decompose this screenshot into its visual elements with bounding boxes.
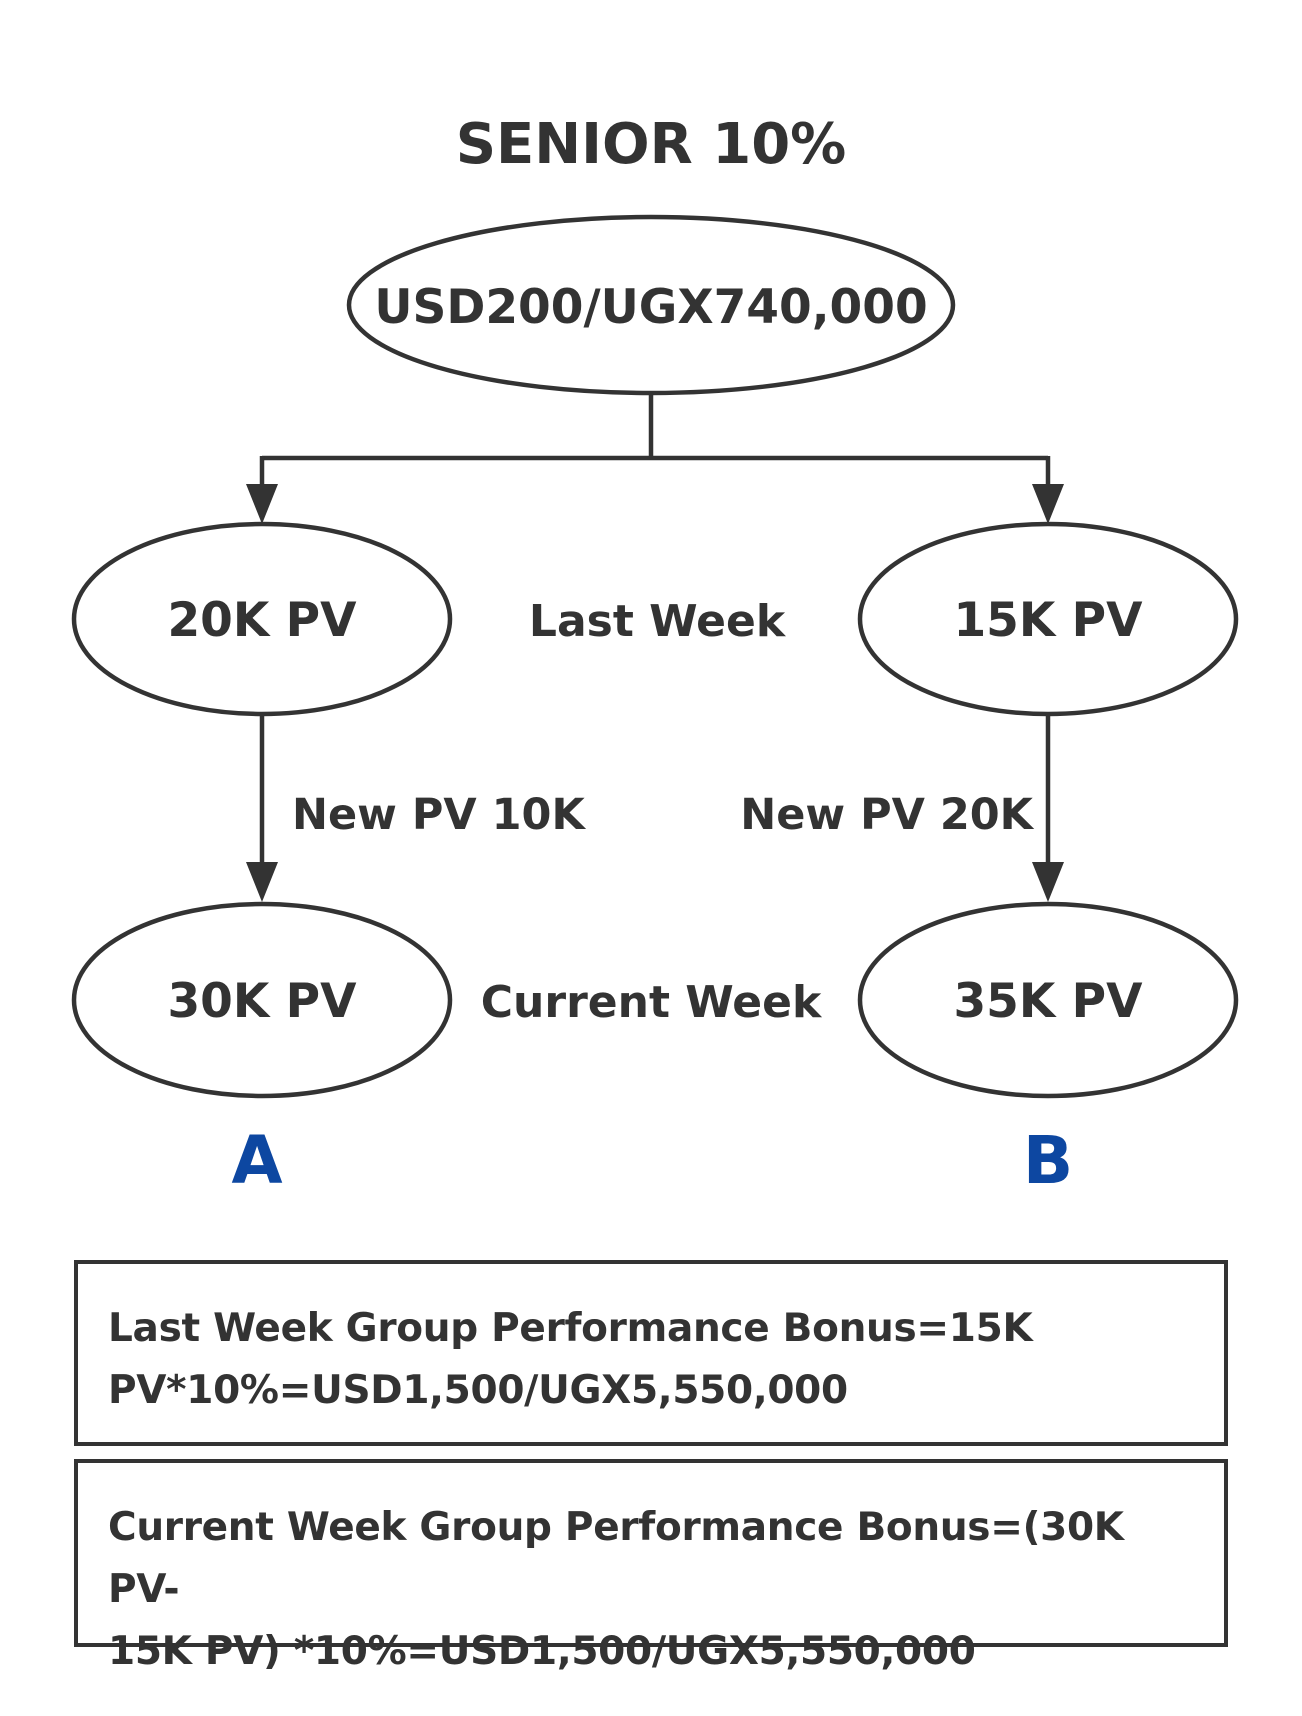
arrow-head-b-last-to-current xyxy=(1032,862,1064,902)
leg-a-last-week-label: 20K PV xyxy=(167,593,357,648)
leg-a-current-week-label: 30K PV xyxy=(167,974,357,1029)
root-connector xyxy=(262,393,1048,461)
leg-b-new-pv-label: New PV 20K xyxy=(740,790,1034,840)
leg-b-last-week-label: 15K PV xyxy=(953,593,1143,648)
last-week-bonus-line-2: PV*10%=USD1,500/UGX5,550,000 xyxy=(108,1368,848,1413)
last-week-bonus-box: Last Week Group Performance Bonus=15K PV… xyxy=(74,1260,1228,1446)
leg-b-letter: B xyxy=(1023,1122,1073,1199)
leg-a-current-week-node xyxy=(71,901,453,1099)
diagram-title: SENIOR 10% xyxy=(456,112,847,177)
leg-b-current-week-node xyxy=(857,901,1239,1099)
current-week-bonus-line-1: Current Week Group Performance Bonus=(30… xyxy=(108,1505,1124,1612)
leg-a-letter: A xyxy=(231,1122,282,1199)
leg-b-current-week-label: 35K PV xyxy=(953,974,1143,1029)
row-label-last-week: Last Week xyxy=(529,596,787,647)
arrow-head-a-last-to-current xyxy=(246,862,278,902)
leg-a-new-pv-label: New PV 10K xyxy=(292,790,586,840)
current-week-bonus-box: Current Week Group Performance Bonus=(30… xyxy=(74,1459,1228,1674)
last-week-bonus-line-1: Last Week Group Performance Bonus=15K xyxy=(108,1306,1033,1351)
arrow-head-root-to-a xyxy=(246,484,278,524)
row-label-current-week: Current Week xyxy=(481,977,823,1028)
arrow-head-root-to-b xyxy=(1032,484,1064,524)
current-week-bonus-line-2: 15K PV) *10%=USD1,500/UGX5,550,000 xyxy=(108,1629,976,1674)
root-node-label: USD200/UGX740,000 xyxy=(374,280,927,335)
